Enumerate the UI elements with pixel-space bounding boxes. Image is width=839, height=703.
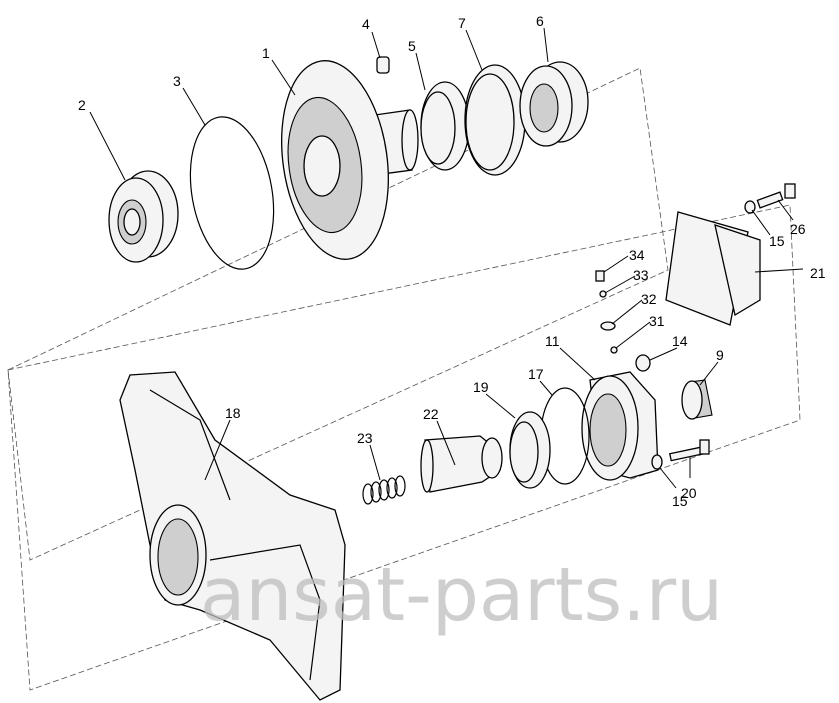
label-part-19: 19 [473,379,489,395]
part-31-pin [610,346,618,354]
label-part-26: 26 [790,221,806,237]
part-3-o-ring [189,116,275,270]
label-part-20: 20 [681,485,697,501]
part-4-plug [376,56,390,74]
part-21-cover [665,211,761,326]
watermark: ansat-parts.ru [200,552,723,638]
label-part-15-lower: 15 [672,493,688,509]
part-1-housing [281,60,419,260]
leader-lines [89,27,804,489]
part-26-bolt [756,183,796,209]
label-part-33: 33 [633,267,649,283]
part-6-bearing [519,61,589,147]
label-part-22: 22 [423,406,439,422]
part-18-main-housing [119,371,346,701]
part-2-bearing [108,170,179,263]
label-part-15-upper: 15 [769,233,785,249]
label-part-18: 18 [225,405,241,421]
label-part-7: 7 [458,15,466,31]
label-part-17: 17 [528,366,544,382]
part-15-washer-upper [744,200,756,214]
label-part-6: 6 [536,13,544,29]
label-part-4: 4 [362,16,370,32]
label-part-9: 9 [716,347,724,363]
part-33-ball [599,290,607,298]
label-part-23: 23 [357,430,373,446]
label-part-5: 5 [408,38,416,54]
label-part-21: 21 [810,265,826,281]
assembly-outline-lower [7,204,801,691]
label-part-31: 31 [649,313,665,329]
part-22-shaft [420,435,503,493]
part-19-ring [509,411,551,489]
part-7-ring [464,64,526,176]
label-part-32: 32 [641,291,657,307]
part-9-needle-bearing [681,379,713,420]
part-14-plug [635,354,651,372]
part-32-spring-clip [600,321,616,331]
part-5-seal [420,81,470,171]
part-15-washer-lower [651,454,663,470]
label-part-2: 2 [78,97,86,113]
assembly-outline-upper [7,67,669,561]
label-part-3: 3 [173,73,181,89]
part-11-pump-body [581,371,659,481]
label-part-1: 1 [262,45,270,61]
part-34-screw [595,270,605,282]
part-23-spring [362,475,406,505]
part-20-bolt [668,439,710,462]
label-part-11: 11 [545,333,560,349]
label-part-14: 14 [672,333,688,349]
label-part-34: 34 [629,247,645,263]
